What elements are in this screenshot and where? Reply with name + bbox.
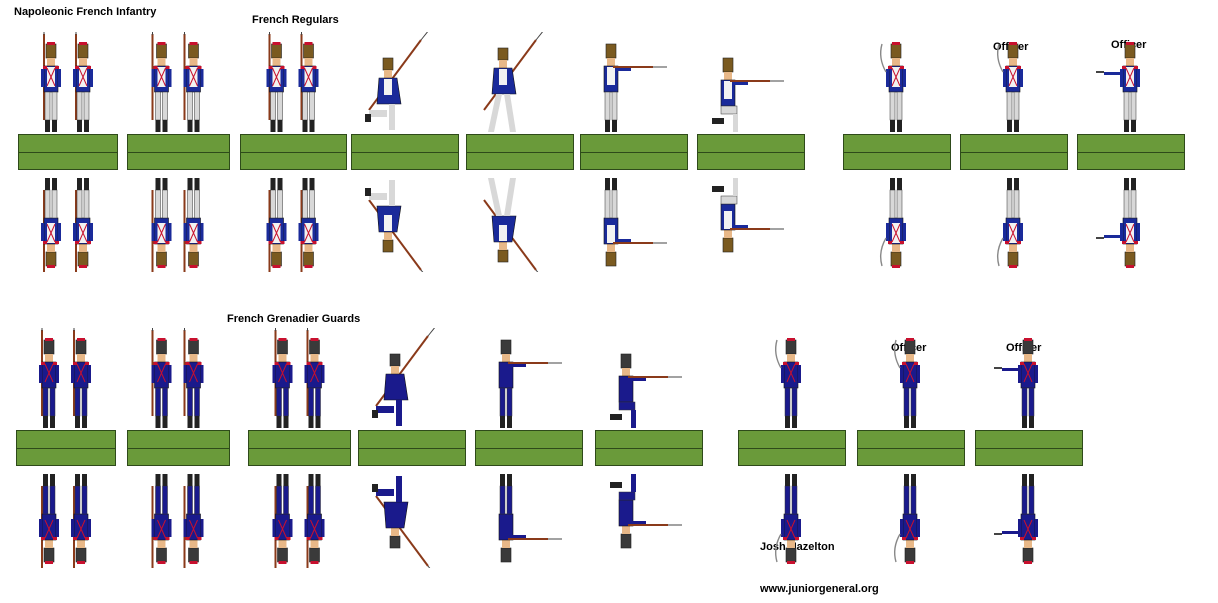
figure-shoulder-arms [39, 328, 91, 568]
figure-mirror [483, 178, 539, 272]
base-fold-line [975, 448, 1083, 449]
figure-mirror [39, 474, 59, 568]
figure-front [483, 32, 544, 132]
figure-mirror [712, 178, 784, 253]
figure-mirror [298, 178, 319, 272]
figure-mirror [41, 178, 61, 272]
figure-front [41, 32, 61, 132]
base-fold-line [595, 448, 703, 449]
figure-mirror [774, 474, 801, 564]
figure-mirror [71, 474, 91, 568]
figure-kneel-charge [365, 32, 429, 272]
section-heading-regulars: French Regulars [252, 14, 339, 26]
base-fold-line [697, 152, 805, 153]
figure-front [893, 338, 920, 428]
figure-shoulder-arms [272, 328, 325, 568]
figure-front [71, 328, 91, 428]
figure-front [603, 43, 667, 132]
figure-officer-pistol [1096, 42, 1140, 268]
figure-mirror [266, 178, 287, 272]
figure-officer-sword [893, 338, 920, 564]
figure-front [372, 328, 436, 426]
figure-shoulder-arms [266, 32, 319, 272]
figure-front [498, 339, 562, 428]
figure-firing-kneeling [610, 353, 682, 549]
figure-officer-sword [774, 338, 801, 564]
base-fold-line [1077, 152, 1185, 153]
figure-mirror [893, 474, 920, 564]
figure-front [183, 328, 204, 428]
figure-mirror [304, 474, 325, 568]
figure-front [879, 42, 906, 132]
base-fold-line [857, 448, 965, 449]
sheet-title: Napoleonic French Infantry [14, 6, 157, 18]
base-fold-line [248, 448, 351, 449]
figure-front [272, 328, 293, 428]
figure-mirror [994, 474, 1038, 564]
figure-charge [483, 32, 544, 272]
figure-mirror [365, 180, 424, 272]
figure-mirror [183, 178, 204, 272]
figure-mirror [610, 474, 682, 549]
figure-mirror [372, 476, 431, 568]
figure-shoulder-arms [41, 32, 93, 272]
base-fold-line [18, 152, 118, 153]
figure-mirror [73, 178, 93, 272]
figure-present-arms [151, 32, 204, 272]
figure-mirror [183, 474, 204, 568]
figure-front [183, 32, 204, 132]
figure-present-arms [151, 328, 204, 568]
base-fold-line [240, 152, 347, 153]
figure-front [712, 57, 784, 132]
section-heading-guards: French Grenadier Guards [227, 313, 361, 325]
figure-front [304, 328, 325, 428]
figure-front [298, 32, 319, 132]
figure-front [994, 338, 1038, 428]
figure-mirror [498, 474, 562, 563]
figure-firing-kneeling [712, 57, 784, 253]
figure-front [39, 328, 59, 428]
figure-mirror [603, 178, 667, 267]
figure-officer-sword [879, 42, 906, 268]
figure-front [266, 32, 287, 132]
base-fold-line [127, 448, 230, 449]
figure-officer-sword [996, 42, 1023, 268]
figure-front [73, 32, 93, 132]
figure-front [996, 42, 1023, 132]
figure-mirror [272, 474, 293, 568]
base-fold-line [843, 152, 951, 153]
figure-mirror [1096, 178, 1140, 268]
base-fold-line [16, 448, 116, 449]
credit-site: www.juniorgeneral.org [760, 583, 879, 595]
figure-mirror [996, 178, 1023, 268]
base-fold-line [738, 448, 846, 449]
figure-mirror [879, 178, 906, 268]
credit-author: Josh Hazelton [760, 541, 835, 553]
base-fold-line [351, 152, 459, 153]
base-fold-line [127, 152, 230, 153]
figure-mirror [151, 474, 172, 568]
figure-front [151, 328, 172, 428]
base-fold-line [960, 152, 1068, 153]
base-fold-line [358, 448, 466, 449]
figure-mirror [151, 178, 172, 272]
base-fold-line [475, 448, 583, 449]
figure-front [774, 338, 801, 428]
figure-kneel-charge [372, 328, 436, 568]
base-fold-line [580, 152, 688, 153]
figure-front [151, 32, 172, 132]
figure-firing-standing [498, 339, 562, 563]
base-fold-line [466, 152, 574, 153]
figure-officer-pistol [994, 338, 1038, 564]
figure-front [610, 353, 682, 428]
figure-firing-standing [603, 43, 667, 267]
figure-front [365, 32, 429, 130]
figure-front [1096, 42, 1140, 132]
